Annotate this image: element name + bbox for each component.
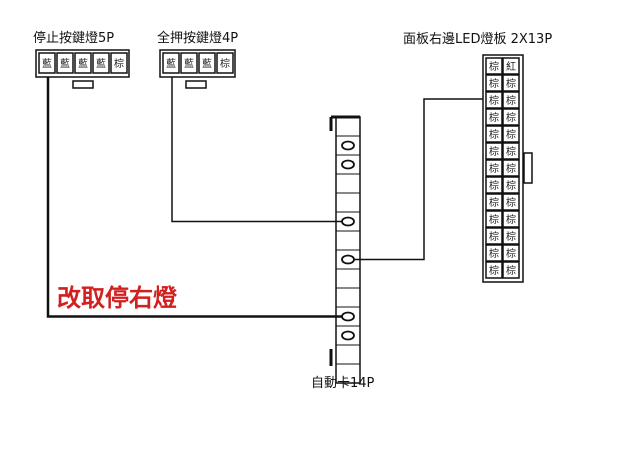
wires bbox=[46, 77, 483, 318]
panel-led-pin-text: 棕 bbox=[506, 77, 516, 90]
panel-led-pin-box bbox=[485, 159, 503, 177]
all-grab-key-connector: 藍藍藍棕 bbox=[159, 49, 236, 89]
panel-led-pin-box bbox=[502, 142, 520, 160]
panel-led-pin-text: 棕 bbox=[506, 145, 516, 158]
auto-card-pin-marker bbox=[341, 140, 355, 151]
auto-card-label: 自動卡14P bbox=[311, 376, 375, 391]
panel-led-pin-box bbox=[485, 244, 503, 262]
panel-led-pin-box bbox=[485, 74, 503, 92]
panel-led-pin-text: 紅 bbox=[506, 61, 516, 73]
stop-key-pin-text: 棕 bbox=[114, 57, 124, 70]
stop-key-pin-text: 藍 bbox=[60, 57, 70, 70]
panel-led-pin-box bbox=[485, 91, 503, 109]
panel-led-pin-box bbox=[502, 74, 520, 92]
panel-led-pin-text: 棕 bbox=[489, 230, 499, 243]
all-grab-pin-text: 藍 bbox=[202, 57, 212, 70]
panel-led-pin-box bbox=[485, 108, 503, 126]
change-note: 改取停右燈 bbox=[57, 284, 177, 312]
stop-key-pin-box bbox=[92, 52, 110, 74]
panel-led-pin-box bbox=[485, 227, 503, 245]
stop-key-pin-box bbox=[110, 52, 128, 74]
all-grab-key-label: 全押按鍵燈4P bbox=[157, 31, 239, 46]
panel-led-pin-text: 棕 bbox=[506, 230, 516, 243]
panel-led-pin-box bbox=[485, 261, 503, 279]
auto-card-pin-marker bbox=[341, 311, 355, 322]
wire-stop-key bbox=[46, 77, 342, 318]
panel-led-pin-text: 棕 bbox=[489, 128, 499, 141]
panel-led-pin-text: 棕 bbox=[506, 94, 516, 107]
panel-led-pin-text: 棕 bbox=[489, 111, 499, 124]
panel-led-pin-text: 棕 bbox=[489, 77, 499, 90]
panel-led-pin-box bbox=[485, 142, 503, 160]
panel-led-label: 面板右邊LED燈板 2X13P bbox=[403, 32, 553, 47]
panel-led-pin-box bbox=[485, 193, 503, 211]
panel-led-connector: 棕紅棕棕棕棕棕棕棕棕棕棕棕棕棕棕棕棕棕棕棕棕棕棕棕棕 bbox=[482, 54, 533, 283]
all-grab-pin-box bbox=[198, 52, 216, 74]
stop-key-pin-text: 藍 bbox=[42, 57, 52, 70]
panel-led-pin-box bbox=[485, 125, 503, 143]
panel-led-pin-text: 棕 bbox=[489, 179, 499, 192]
panel-led-pin-box bbox=[502, 91, 520, 109]
auto-card-pin-marker bbox=[341, 159, 355, 170]
all-grab-pin-text: 棕 bbox=[220, 57, 230, 70]
wire-panel-led bbox=[354, 98, 483, 261]
panel-led-pin-box bbox=[485, 57, 503, 75]
panel-led-pin-box bbox=[502, 176, 520, 194]
stop-key-label: 停止按鍵燈5P bbox=[33, 31, 115, 46]
panel-led-pin-box bbox=[502, 125, 520, 143]
auto-card-pin-marker bbox=[341, 254, 355, 265]
panel-led-pin-box bbox=[502, 108, 520, 126]
all-grab-pin-box bbox=[180, 52, 198, 74]
stop-key-pin-box bbox=[74, 52, 92, 74]
panel-led-pin-box bbox=[485, 210, 503, 228]
panel-led-pin-text: 棕 bbox=[506, 111, 516, 124]
panel-led-pin-box bbox=[502, 57, 520, 75]
all-grab-pin-box bbox=[162, 52, 180, 74]
all-grab-pin-box bbox=[216, 52, 234, 74]
panel-led-pin-text: 棕 bbox=[489, 94, 499, 107]
stop-key-pin-text: 藍 bbox=[96, 57, 106, 70]
panel-led-pin-text: 棕 bbox=[489, 264, 499, 277]
auto-card-pin-marker bbox=[341, 330, 355, 341]
panel-led-pin-box bbox=[502, 159, 520, 177]
panel-led-pin-text: 棕 bbox=[489, 213, 499, 226]
all-grab-housing bbox=[159, 49, 236, 78]
stop-key-pin-box bbox=[56, 52, 74, 74]
panel-led-pin-text: 棕 bbox=[489, 196, 499, 209]
panel-led-pin-box bbox=[502, 261, 520, 279]
panel-led-pin-text: 棕 bbox=[506, 128, 516, 141]
stop-key-connector: 藍藍藍藍棕 bbox=[35, 49, 130, 89]
auto-card-pin-marker bbox=[341, 216, 355, 227]
panel-led-housing bbox=[482, 54, 524, 283]
panel-led-pin-text: 棕 bbox=[489, 145, 499, 158]
all-grab-pin-text: 藍 bbox=[166, 57, 176, 70]
panel-led-pin-box bbox=[502, 210, 520, 228]
panel-led-pin-text: 棕 bbox=[489, 60, 499, 73]
panel-led-pin-box bbox=[502, 227, 520, 245]
auto-card-connector bbox=[329, 115, 361, 384]
panel-led-pin-text: 棕 bbox=[489, 162, 499, 175]
wire-all-grab bbox=[171, 77, 342, 223]
stop-key-pin-text: 藍 bbox=[78, 57, 88, 70]
panel-led-pin-box bbox=[485, 176, 503, 194]
stop-key-latch bbox=[72, 80, 94, 89]
all-grab-pin-text: 藍 bbox=[184, 57, 194, 70]
all-grab-latch bbox=[185, 80, 207, 89]
panel-led-pin-text: 棕 bbox=[506, 213, 516, 226]
panel-led-pin-text: 棕 bbox=[506, 264, 516, 277]
panel-led-pin-box bbox=[502, 244, 520, 262]
stop-key-housing bbox=[35, 49, 130, 78]
panel-led-pin-text: 棕 bbox=[506, 196, 516, 209]
panel-led-pin-text: 棕 bbox=[506, 179, 516, 192]
panel-led-pin-text: 棕 bbox=[489, 247, 499, 260]
stop-key-pin-box bbox=[38, 52, 56, 74]
panel-led-pin-box bbox=[502, 193, 520, 211]
panel-led-pin-text: 棕 bbox=[506, 247, 516, 260]
panel-led-latch bbox=[523, 152, 533, 184]
panel-led-pin-text: 棕 bbox=[506, 162, 516, 175]
